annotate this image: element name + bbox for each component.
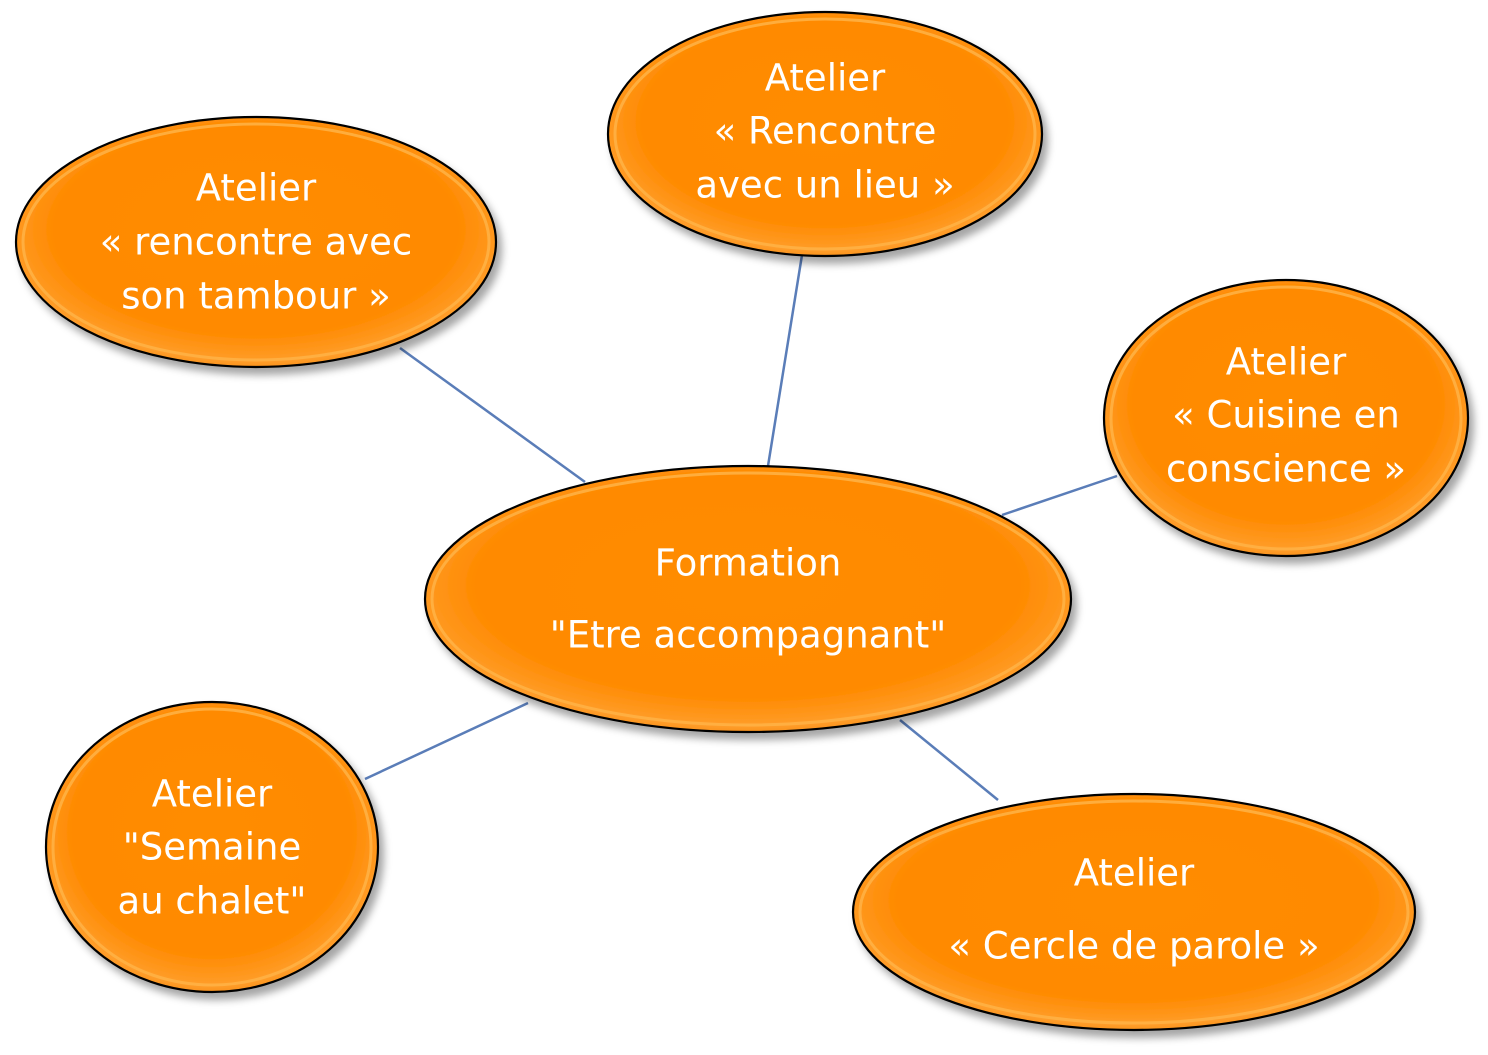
node-cuisine-line-2: « Cuisine en	[1172, 394, 1400, 437]
node-atelier-cercle: Atelier « Cercle de parole »	[851, 792, 1417, 1032]
connector-center-lieu	[766, 254, 804, 467]
node-tambour-shape	[14, 115, 498, 369]
node-formation-shape	[423, 464, 1073, 734]
node-chalet-line-3: au chalet"	[118, 880, 307, 923]
connector-center-cuisine	[1001, 474, 1118, 517]
node-tambour-line-1: Atelier	[196, 167, 317, 210]
node-tambour-line-3: son tambour »	[121, 275, 391, 318]
node-cercle-rim	[858, 799, 1410, 1025]
node-cuisine-rim	[1109, 285, 1463, 551]
connector-center-cercle	[899, 719, 999, 801]
node-cercle-line-2: « Cercle de parole »	[948, 925, 1319, 968]
node-chalet-rim	[51, 707, 373, 987]
node-lieu-line-2: « Rencontre	[714, 110, 937, 153]
node-formation-subtitle: "Etre accompagnant"	[550, 614, 947, 657]
node-cuisine-line-3: conscience »	[1166, 448, 1406, 491]
node-chalet-line-2: "Semaine	[123, 826, 301, 869]
connector-center-chalet	[364, 701, 529, 781]
node-formation-title: Formation	[655, 542, 842, 585]
node-cuisine-line-1: Atelier	[1226, 341, 1347, 384]
node-cercle-shape	[851, 792, 1417, 1032]
node-chalet-shape	[44, 700, 380, 994]
node-lieu-line-1: Atelier	[765, 57, 886, 100]
node-tambour-rim	[21, 122, 491, 362]
node-formation-center: Formation "Etre accompagnant"	[423, 464, 1073, 734]
node-formation-rim	[430, 471, 1066, 727]
node-lieu-shape	[606, 10, 1044, 258]
node-cuisine-shape	[1102, 278, 1470, 558]
node-atelier-cuisine: Atelier « Cuisine en conscience »	[1102, 278, 1470, 558]
node-cercle-line-1: Atelier	[1074, 852, 1195, 895]
node-lieu-rim	[613, 17, 1037, 251]
node-atelier-lieu: Atelier « Rencontre avec un lieu »	[606, 10, 1044, 258]
node-tambour-line-2: « rencontre avec	[100, 221, 413, 264]
node-atelier-chalet: Atelier "Semaine au chalet"	[44, 700, 380, 994]
connector-center-tambour	[399, 346, 586, 484]
node-chalet-line-1: Atelier	[152, 773, 273, 816]
node-lieu-line-3: avec un lieu »	[695, 164, 954, 207]
node-atelier-tambour: Atelier « rencontre avec son tambour »	[14, 115, 498, 369]
